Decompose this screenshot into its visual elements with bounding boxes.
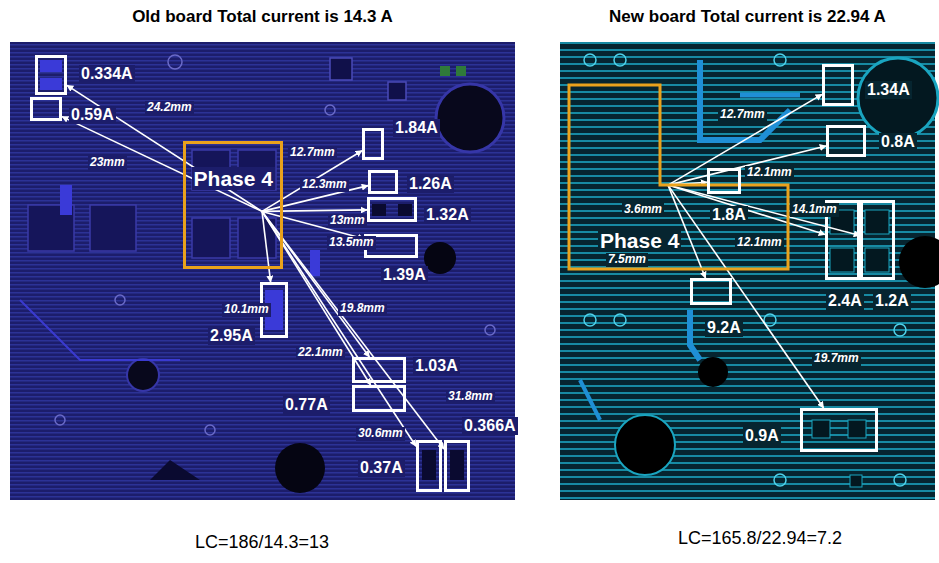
distance-label: 12.7mm [718,108,767,122]
current-label: 0.37A [358,459,405,477]
board-heading: Old board Total current is 14.3 A [10,8,515,27]
component-box: 1.8A [707,168,741,194]
distance-label: 19.7mm [812,352,861,366]
current-label: 1.39A [381,266,428,284]
component-box: 0.366A [444,440,470,492]
component-box: 0.59A [30,97,62,121]
phase-outline [569,85,788,269]
distance-label: 10.1mm [222,303,271,317]
current-arrow [262,151,362,212]
distance-label: 12.7mm [288,146,337,160]
current-label: 1.34A [865,81,912,99]
distance-label: 12.1mm [735,236,784,250]
current-arrow [262,211,444,449]
current-label: 0.77A [283,396,330,414]
current-label: 1.32A [424,206,471,224]
phase-region: Phase 4 [567,83,790,271]
current-label: 0.9A [743,427,781,445]
distance-label: 24.2mm [145,101,194,115]
current-label: 0.334A [79,65,135,83]
current-label: 0.8A [879,133,917,151]
current-arrow [668,185,825,234]
current-label: 2.95A [208,327,255,345]
component-box: 0.77A [352,385,406,412]
board-heading: New board Total current is 22.94 A [560,8,935,27]
current-label: 1.03A [413,357,460,375]
current-label: 1.26A [407,175,454,193]
current-arrow [262,210,367,212]
component-box: 1.26A [368,170,398,194]
distance-label: 13.5mm [327,236,376,250]
distance-label: 14.1mm [790,203,839,217]
component-box: 1.39A [364,234,418,258]
distance-label: 23mm [88,156,127,170]
distance-label: 30.6mm [356,427,405,441]
component-box: 0.37A [416,440,442,492]
distance-label: 19.8mm [338,302,387,316]
component-box: 2.95A [260,282,288,338]
component-box: 1.34A [822,64,854,106]
component-box: 1.84A [362,128,384,160]
component-box: 1.2A [860,200,895,280]
distance-label: 12.1mm [745,166,794,180]
pcb-ground [10,42,515,500]
component-box: 2.4A [825,200,860,280]
current-arrow [668,94,822,185]
component-box: 0.9A [800,408,878,452]
current-label: 1.8A [710,206,748,224]
distance-label: 3.6mm [622,203,664,217]
current-label: 0.366A [462,417,518,435]
distance-label: 13mm [328,214,367,228]
component-box: 1.03A [352,357,406,383]
phase-region: Phase 4 [183,141,283,269]
caption-formula: LC=186/14.3=13 [112,532,412,553]
current-arrow [62,117,262,212]
current-label: 2.4A [826,292,864,310]
distance-label: 12.3mm [300,178,349,192]
pcb-features [20,55,504,493]
distance-label: 31.8mm [446,390,495,404]
distance-label: 22.1mm [296,346,345,360]
current-label: 1.84A [393,119,440,137]
component-box: 1.32A [367,197,417,222]
caption-formula: LC=165.8/22.94=7.2 [610,528,910,549]
distance-label: 7.5mm [606,253,648,267]
current-arrow [67,85,262,211]
current-arrow [668,185,860,235]
current-label: 9.2A [705,319,743,337]
pcb-panel: Old board Total current is 14.3 APhase 4… [10,42,515,500]
current-arrow [262,186,368,212]
component-box: 0.8A [826,125,866,157]
phase-label: Phase 4 [192,167,275,190]
current-arrow [668,146,826,185]
current-label: 0.59A [69,106,116,124]
component-box: 9.2A [690,278,732,305]
pcb-panel: New board Total current is 22.94 APhase … [560,42,935,500]
phase-label: Phase 4 [598,229,681,252]
current-label: 1.2A [873,292,911,310]
current-arrow [668,185,824,408]
component-box: 0.334A [35,55,67,95]
